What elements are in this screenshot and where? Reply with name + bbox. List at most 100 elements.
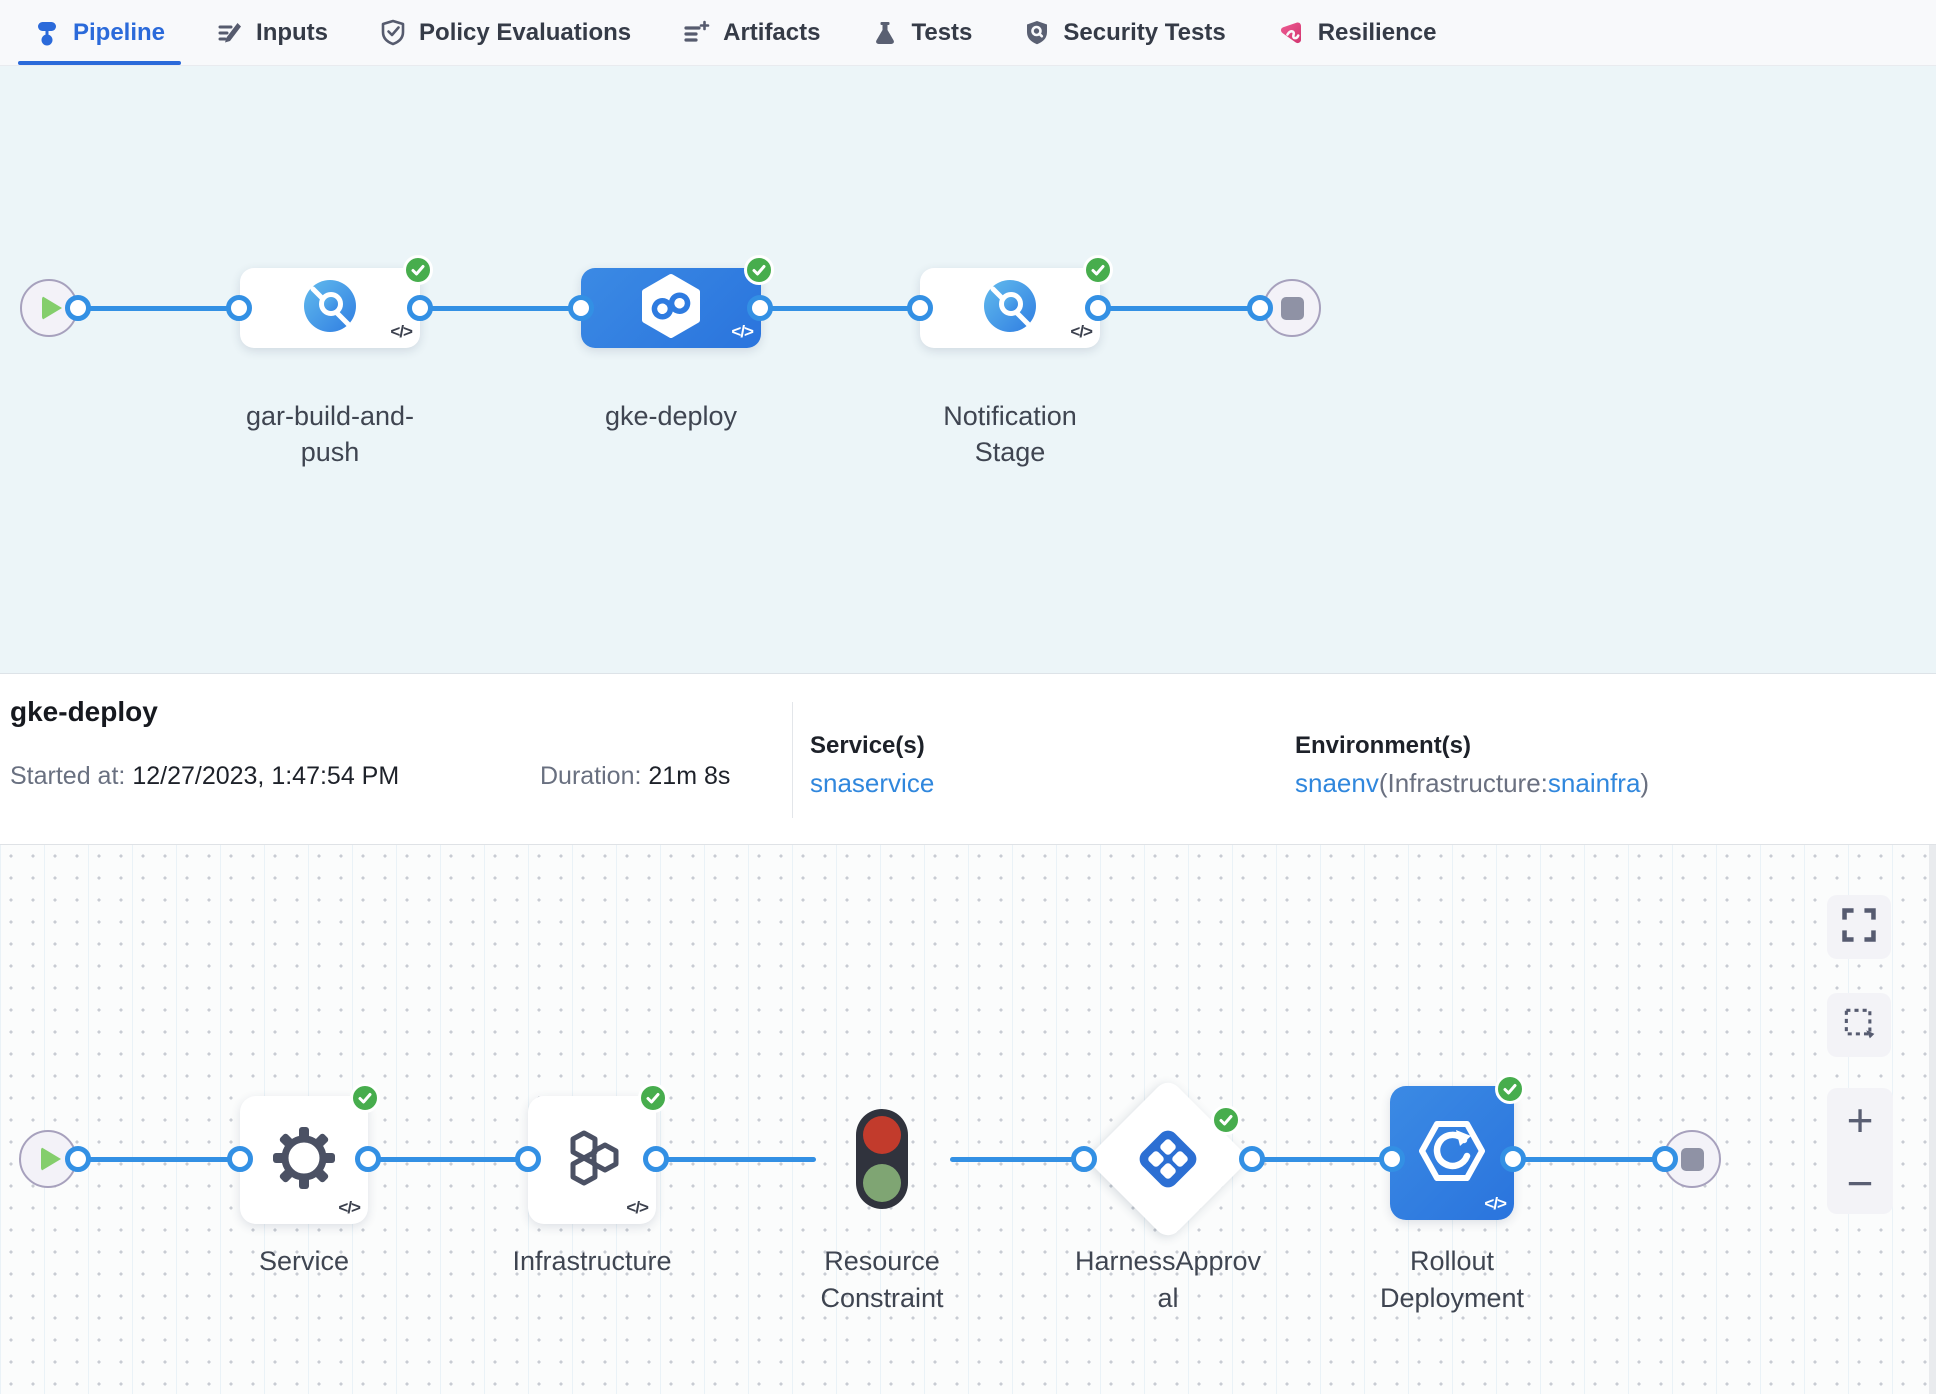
tab-policy-evaluations[interactable]: Policy Evaluations: [354, 0, 657, 65]
connector-port: [407, 295, 433, 321]
step-yaml-glyph: </>: [1484, 1194, 1507, 1213]
step-node-service[interactable]: </>: [240, 1083, 380, 1224]
environment-link[interactable]: snaenv: [1295, 768, 1379, 798]
tab-resilience[interactable]: Resilience: [1252, 0, 1463, 65]
step-yaml-glyph: </>: [626, 1198, 649, 1217]
traffic-green-light: [863, 1164, 901, 1202]
stop-icon: [1680, 1147, 1704, 1171]
tab-security-tests[interactable]: Security Tests: [998, 0, 1251, 65]
step-node-resource-constraint[interactable]: [856, 1109, 908, 1209]
connector-port: [65, 295, 91, 321]
edge: [1098, 306, 1260, 311]
environment-value: snaenv(Infrastructure:snainfra): [1295, 768, 1650, 798]
edge: [656, 1157, 816, 1162]
success-badge: [1211, 1105, 1241, 1135]
tab-pipeline[interactable]: Pipeline: [8, 0, 191, 65]
build-stage-icon: [301, 277, 359, 340]
stage-yaml-glyph: </>: [731, 322, 754, 341]
tab-label: Artifacts: [723, 18, 821, 46]
marquee-selection-icon: [1840, 1004, 1878, 1047]
service-link[interactable]: snaservice: [810, 768, 935, 798]
deploy-stage-icon: [638, 273, 704, 344]
edge: [368, 1157, 528, 1162]
tab-label: Policy Evaluations: [419, 18, 632, 46]
traffic-red-light: [863, 1116, 901, 1154]
connector-port: [355, 1146, 381, 1172]
connector-port: [65, 1146, 91, 1172]
play-icon: [41, 1147, 61, 1171]
connector-port: [907, 295, 933, 321]
connector-port: [568, 295, 594, 321]
edge: [1513, 1157, 1665, 1162]
duration: Duration: 21m 8s: [540, 762, 731, 790]
execution-details-bar: gke-deploy Started at: 12/27/2023, 1:47:…: [0, 674, 1936, 845]
security-shield-icon: [1024, 19, 1050, 46]
fullscreen-icon: [1840, 906, 1878, 949]
step-label: Resource Constraint: [820, 1246, 944, 1313]
success-badge: [1083, 255, 1113, 285]
chaos-resilience-icon: [1278, 19, 1305, 46]
success-badge: [638, 1083, 668, 1113]
environments-label: Environment(s): [1295, 732, 1472, 759]
tab-tests[interactable]: Tests: [846, 0, 998, 65]
stage-yaml-glyph: </>: [390, 322, 413, 341]
stage-node-gar-build-and-push[interactable]: </>: [240, 255, 433, 348]
stage-graph-panel: </> </> </>: [0, 66, 1936, 674]
stage-node-notification-stage[interactable]: </>: [920, 255, 1113, 348]
edge: [78, 1157, 240, 1162]
connector-port: [643, 1146, 669, 1172]
rollout-icon: [1416, 1115, 1488, 1192]
stage-yaml-glyph: </>: [1070, 322, 1093, 341]
fullscreen-button[interactable]: [1827, 895, 1891, 959]
connector-port: [1652, 1146, 1678, 1172]
tab-artifacts[interactable]: Artifacts: [657, 0, 846, 65]
vertical-scrollbar[interactable]: [1929, 845, 1936, 1394]
connector-port: [1071, 1146, 1097, 1172]
step-node-rollout-deployment[interactable]: </>: [1390, 1074, 1525, 1220]
success-badge: [1495, 1074, 1525, 1104]
edge: [420, 306, 581, 311]
step-label: Service: [258, 1246, 350, 1276]
tab-inputs[interactable]: Inputs: [191, 0, 354, 65]
success-badge: [403, 255, 433, 285]
connector-port: [515, 1146, 541, 1172]
success-badge: [744, 255, 774, 285]
connector-port: [1500, 1146, 1526, 1172]
stop-icon: [1280, 296, 1304, 320]
step-node-infrastructure[interactable]: </>: [528, 1083, 668, 1224]
tab-label: Inputs: [256, 18, 329, 46]
flask-icon: [872, 20, 898, 46]
connector-port: [1247, 295, 1273, 321]
zoom-controls: + −: [1827, 1088, 1893, 1214]
stage-label: Notification Stage: [943, 401, 1077, 467]
marquee-select-button[interactable]: [1827, 993, 1891, 1057]
edge: [1252, 1157, 1392, 1162]
stage-title: gke-deploy: [10, 696, 158, 727]
list-plus-icon: [683, 20, 710, 46]
edge: [950, 1157, 1084, 1162]
approval-checker-icon: [1135, 1126, 1201, 1192]
execution-graph-canvas[interactable]: </> </>: [0, 845, 1936, 1394]
zoom-in-button[interactable]: +: [1846, 1093, 1874, 1146]
play-icon: [42, 296, 62, 320]
connector-port: [226, 295, 252, 321]
tab-label: Resilience: [1317, 18, 1437, 46]
zoom-out-button[interactable]: −: [1846, 1156, 1874, 1209]
services-label: Service(s): [810, 732, 925, 759]
infrastructure-link[interactable]: snainfra: [1547, 768, 1641, 798]
connector-port: [227, 1146, 253, 1172]
step-label: Rollout Deployment: [1379, 1246, 1525, 1313]
tab-label: Security Tests: [1063, 18, 1226, 46]
pipeline-icon: [34, 20, 60, 46]
gear-icon: [270, 1124, 338, 1197]
connector-port: [1239, 1146, 1265, 1172]
stage-node-gke-deploy[interactable]: </>: [581, 255, 774, 348]
step-label: Infrastructure: [512, 1246, 672, 1276]
divider: [792, 702, 793, 818]
tab-bar: Pipeline Inputs Policy Evaluations Artif…: [0, 0, 1936, 66]
step-label: HarnessApprov al: [1074, 1246, 1262, 1313]
shield-check-icon: [380, 19, 406, 46]
edge: [78, 306, 239, 311]
stage-label: gke-deploy: [604, 401, 738, 431]
started-at: Started at: 12/27/2023, 1:47:54 PM: [10, 762, 400, 790]
